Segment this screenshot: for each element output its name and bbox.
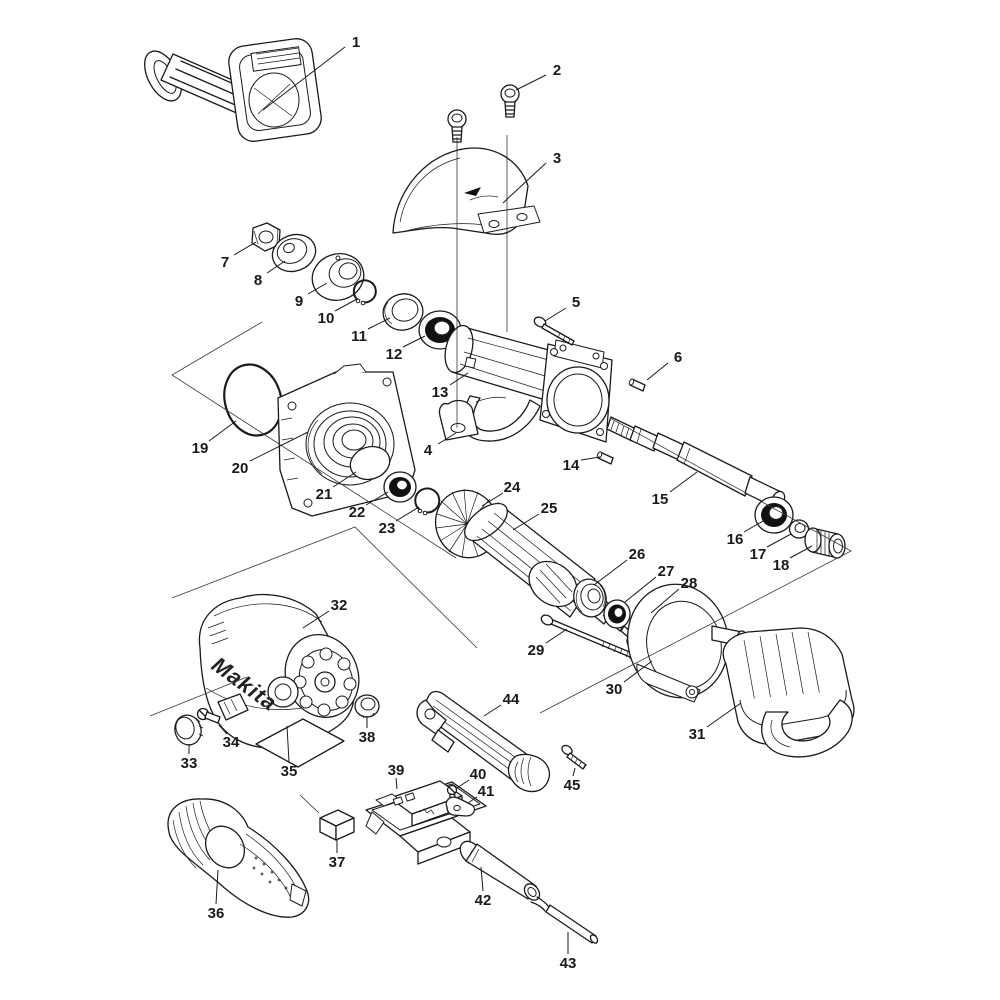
part-label-25: 25 — [541, 500, 558, 517]
part-27-ball-bearing — [603, 599, 631, 629]
part-43-power-cord — [530, 896, 599, 944]
part-26-fan-washer — [573, 578, 607, 618]
part-17-washer — [788, 519, 810, 539]
part-10-snap-ring — [352, 279, 377, 306]
part-label-3: 3 — [553, 150, 561, 167]
part-11-seal-ring — [382, 293, 424, 331]
part-label-15: 15 — [652, 491, 669, 508]
part-label-20: 20 — [232, 460, 249, 477]
part-label-40: 40 — [470, 766, 487, 783]
part-label-2: 2 — [553, 62, 561, 79]
part-4-clamp-strap — [438, 395, 541, 442]
part-label-13: 13 — [432, 384, 449, 401]
part-label-7: 7 — [221, 254, 229, 271]
part-37-connector-block — [299, 794, 355, 841]
part-label-14: 14 — [563, 457, 580, 474]
part-16-ball-bearing — [754, 496, 794, 534]
assembly-guides — [456, 135, 508, 428]
part-label-10: 10 — [318, 310, 335, 327]
part-31-field-stator — [722, 627, 855, 758]
part-label-11: 11 — [351, 328, 367, 345]
part-label-12: 12 — [386, 346, 403, 363]
part-39-switch — [365, 780, 487, 865]
part-33-brush-cap — [174, 714, 204, 746]
part-9-inner-flange — [311, 253, 365, 301]
part-label-45: 45 — [564, 777, 581, 794]
part-32-motor-housing: Makita — [198, 593, 360, 749]
part-23-snap-ring — [414, 487, 441, 516]
part-label-26: 26 — [629, 546, 646, 563]
part-label-44: 44 — [503, 691, 520, 708]
part-label-29: 29 — [528, 642, 545, 659]
part-45-screw — [561, 744, 587, 770]
part-1-side-handle — [144, 38, 322, 142]
part-label-22: 22 — [349, 504, 366, 521]
part-label-16: 16 — [727, 531, 744, 548]
part-label-1: 1 — [352, 34, 360, 51]
part-label-30: 30 — [606, 681, 623, 698]
part-label-23: 23 — [379, 520, 396, 537]
part-label-43: 43 — [560, 955, 577, 972]
part-label-19: 19 — [192, 440, 209, 457]
part-19-o-ring — [223, 363, 283, 437]
part-label-33: 33 — [181, 755, 198, 772]
part-label-4: 4 — [424, 442, 433, 459]
part-label-31: 31 — [689, 726, 706, 743]
part-21-seal-disc — [349, 445, 391, 481]
part-14-pin — [596, 451, 614, 465]
part-label-32: 32 — [331, 597, 348, 614]
part-5-screw — [533, 316, 575, 346]
part-label-5: 5 — [572, 294, 580, 311]
part-label-38: 38 — [359, 729, 376, 746]
part-label-34: 34 — [223, 734, 240, 751]
part-labels: 1234567891011121314151617181920212223242… — [181, 34, 813, 972]
part-label-37: 37 — [329, 854, 346, 871]
part-38-grommet — [354, 694, 380, 719]
part-label-36: 36 — [208, 905, 225, 922]
part-30-baffle-plate — [627, 583, 748, 703]
part-label-27: 27 — [658, 563, 675, 580]
part-label-41: 41 — [478, 783, 495, 800]
part-22-ball-bearing — [383, 471, 417, 503]
part-18-pinion-gear — [804, 527, 846, 559]
part-label-8: 8 — [254, 272, 262, 289]
part-41-lock-plate — [445, 796, 476, 817]
part-6-pin — [628, 378, 646, 392]
part-42-cord-guard — [459, 840, 541, 901]
part-label-39: 39 — [388, 762, 405, 779]
part-13-spindle-housing — [444, 324, 613, 443]
part-label-17: 17 — [750, 546, 767, 563]
part-label-18: 18 — [773, 557, 790, 574]
part-34-carbon-brush — [196, 693, 249, 724]
part-label-6: 6 — [674, 349, 682, 366]
part-label-21: 21 — [316, 486, 333, 503]
part-label-24: 24 — [504, 479, 521, 496]
group-frames — [149, 321, 852, 717]
part-label-28: 28 — [681, 575, 698, 592]
part-label-35: 35 — [281, 763, 298, 780]
part-3-wheel-guard — [392, 147, 541, 235]
part-label-42: 42 — [475, 892, 492, 909]
part-2-screws — [447, 84, 520, 143]
part-7-lock-nut — [251, 222, 281, 252]
part-36-rear-handle — [167, 798, 310, 918]
part-label-9: 9 — [295, 293, 303, 310]
part-44-handle-bracket — [416, 690, 551, 793]
